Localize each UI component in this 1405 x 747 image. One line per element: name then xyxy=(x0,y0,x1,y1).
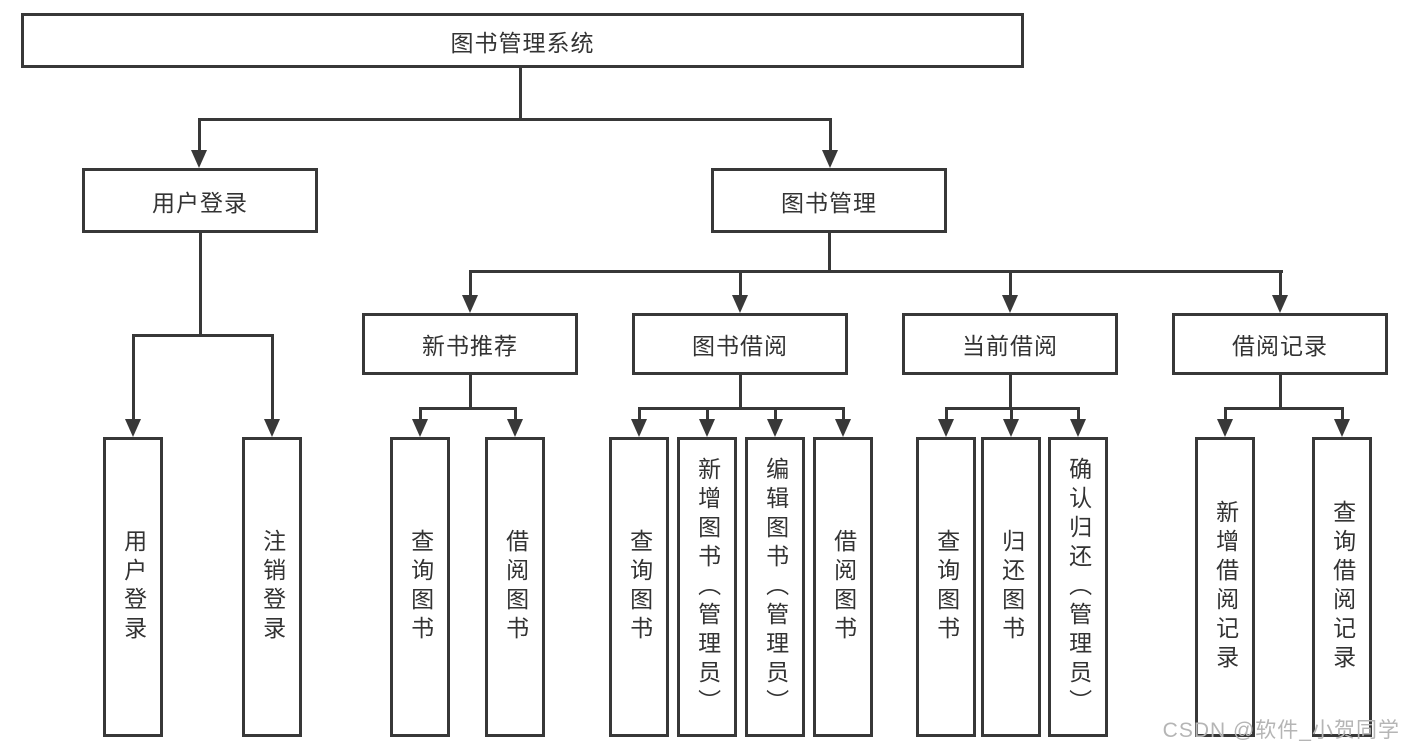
arrowhead-leaf xyxy=(835,419,851,437)
leaf-label: 借阅图书 xyxy=(502,529,529,645)
arrowhead-to-borrow-records xyxy=(1272,295,1288,313)
connector-leaf xyxy=(638,407,641,421)
connector-root-stem xyxy=(519,68,522,121)
node-label: 新书推荐 xyxy=(422,333,518,359)
leaf-return-books: 归还图书 xyxy=(981,437,1041,737)
leaf-label: 借阅图书 xyxy=(830,529,857,645)
node-book-borrow: 图书借阅 xyxy=(632,313,848,375)
leaf-add-borrow-record: 新增借阅记录 xyxy=(1195,437,1255,737)
connector-book-borrow-branch xyxy=(638,407,845,410)
leaf-query-borrow-record: 查询借阅记录 xyxy=(1312,437,1372,737)
connector-to-book-management xyxy=(829,118,832,151)
connector-to-user-login xyxy=(198,118,201,151)
connector-leaf xyxy=(945,407,948,421)
arrowhead-leaf xyxy=(1217,419,1233,437)
arrowhead-to-book-management xyxy=(822,150,838,168)
arrowhead-leaf xyxy=(1070,419,1086,437)
connector-to-leaf-logout xyxy=(271,334,274,422)
connector-leaf xyxy=(706,407,709,421)
connector-leaf xyxy=(1224,407,1227,421)
connector-leaf xyxy=(419,407,422,421)
arrowhead-leaf xyxy=(1003,419,1019,437)
node-label: 借阅记录 xyxy=(1232,333,1328,359)
arrowhead-to-current-borrow xyxy=(1002,295,1018,313)
connector-to-book-borrow xyxy=(739,270,742,297)
leaf-user-login: 用户登录 xyxy=(103,437,163,737)
leaf-label: 查询图书 xyxy=(933,529,960,645)
connector-leaf xyxy=(514,407,517,421)
node-new-book-recommend: 新书推荐 xyxy=(362,313,578,375)
connector-borrow-records-stem xyxy=(1279,375,1282,409)
connector-to-new-book xyxy=(469,270,472,297)
leaf-add-books-admin: 新增图书（管理员） xyxy=(677,437,737,737)
connector-book-borrow-stem xyxy=(739,375,742,409)
node-label: 当前借阅 xyxy=(962,333,1058,359)
node-label: 图书借阅 xyxy=(692,333,788,359)
connector-to-current-borrow xyxy=(1009,270,1012,297)
leaf-query-books-3: 查询图书 xyxy=(916,437,976,737)
arrowhead-leaf xyxy=(699,419,715,437)
arrowhead-to-book-borrow xyxy=(732,295,748,313)
connector-leaf xyxy=(842,407,845,421)
connector-leaf xyxy=(1010,407,1013,421)
node-library-management-system: 图书管理系统 xyxy=(21,13,1024,68)
arrowhead-to-leaf-login xyxy=(125,419,141,437)
connector-user-login-branch xyxy=(132,334,274,337)
leaf-logout: 注销登录 xyxy=(242,437,302,737)
leaf-label: 确认归还（管理员） xyxy=(1065,456,1092,718)
arrowhead-to-user-login xyxy=(191,150,207,168)
arrowhead-leaf xyxy=(767,419,783,437)
leaf-edit-books-admin: 编辑图书（管理员） xyxy=(745,437,805,737)
leaf-query-books-2: 查询图书 xyxy=(609,437,669,737)
connector-borrow-records-branch xyxy=(1224,407,1344,410)
leaf-label: 查询图书 xyxy=(626,529,653,645)
arrowhead-leaf xyxy=(507,419,523,437)
node-current-borrow: 当前借阅 xyxy=(902,313,1118,375)
connector-user-login-stem xyxy=(199,233,202,336)
leaf-label: 编辑图书（管理员） xyxy=(762,456,789,718)
csdn-watermark: CSDN @软件_小贺同学 xyxy=(1162,719,1400,742)
node-book-management: 图书管理 xyxy=(711,168,947,233)
connector-book-management-stem xyxy=(828,233,831,273)
leaf-borrow-books-2: 借阅图书 xyxy=(813,437,873,737)
arrowhead-to-new-book xyxy=(462,295,478,313)
arrowhead-leaf xyxy=(1334,419,1350,437)
leaf-label: 新增图书（管理员） xyxy=(694,456,721,718)
arrowhead-to-leaf-logout xyxy=(264,419,280,437)
node-borrow-records: 借阅记录 xyxy=(1172,313,1388,375)
leaf-query-books-1: 查询图书 xyxy=(390,437,450,737)
connector-leaf xyxy=(1077,407,1080,421)
leaf-label: 新增借阅记录 xyxy=(1212,500,1239,674)
connector-to-borrow-records xyxy=(1279,270,1282,297)
connector-leaf xyxy=(1341,407,1344,421)
leaf-confirm-return-admin: 确认归还（管理员） xyxy=(1048,437,1108,737)
arrowhead-leaf xyxy=(938,419,954,437)
connector-level1-branch xyxy=(198,118,832,121)
leaf-label: 查询借阅记录 xyxy=(1329,500,1356,674)
node-label: 用户登录 xyxy=(152,189,248,216)
arrowhead-leaf xyxy=(631,419,647,437)
connector-to-leaf-login xyxy=(132,334,135,422)
leaf-label: 用户登录 xyxy=(120,529,147,645)
node-label: 图书管理系统 xyxy=(450,29,595,56)
connector-level2-branch xyxy=(469,270,1283,273)
connector-new-book-stem xyxy=(469,375,472,409)
connector-new-book-branch xyxy=(419,407,517,410)
node-label: 图书管理 xyxy=(781,189,877,216)
connector-leaf xyxy=(774,407,777,421)
leaf-label: 归还图书 xyxy=(998,529,1025,645)
leaf-borrow-books-1: 借阅图书 xyxy=(485,437,545,737)
leaf-label: 查询图书 xyxy=(407,529,434,645)
leaf-label: 注销登录 xyxy=(259,529,286,645)
connector-current-borrow-stem xyxy=(1009,375,1012,409)
arrowhead-leaf xyxy=(412,419,428,437)
node-user-login: 用户登录 xyxy=(82,168,318,233)
